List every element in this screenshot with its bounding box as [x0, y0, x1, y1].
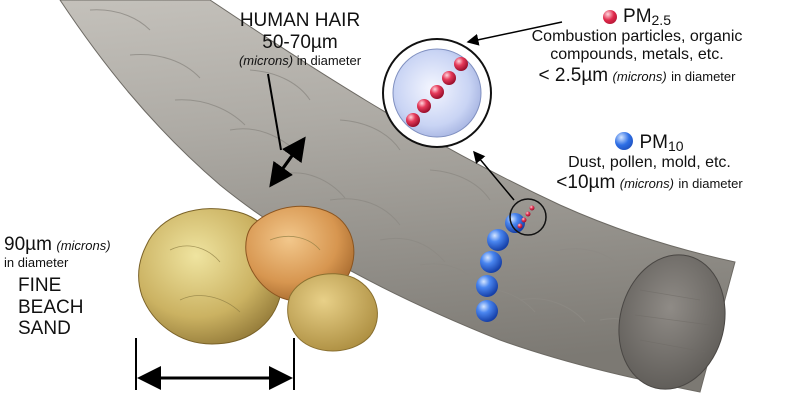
sand-size: 90µm (microns)	[4, 234, 111, 255]
hair-diameter-note: (microns) in diameter	[238, 52, 362, 68]
pm25-small-magnifier	[509, 198, 547, 236]
pm25-label: PM2.5 Combustion particles, organic comp…	[486, 6, 788, 87]
human-hair-shaft	[59, 0, 736, 393]
pm10-title: PM10	[512, 132, 787, 154]
pm10-label: PM10 Dust, pollen, mold, etc. <10µm (mic…	[512, 132, 787, 194]
sand-title-line2: BEACH	[18, 296, 84, 318]
sand-diameter-note: in diameter	[4, 254, 69, 270]
pm10-size: <10µm (microns) in diameter	[556, 172, 743, 194]
sand-diameter-arrow	[135, 338, 295, 390]
pm25-bead-icon	[603, 10, 618, 24]
sand-grains	[138, 205, 378, 352]
magnifier-pointer-arrow	[473, 150, 515, 201]
sand-label: 90µm (microns) in diameter FINE BEACH SA…	[4, 234, 144, 340]
sand-title: FINE BEACH SAND	[4, 275, 144, 341]
sand-title-line1: FINE	[18, 274, 62, 296]
pm25-pointer-arrow	[466, 21, 563, 46]
pm25-desc-line1: Combustion particles, organic	[531, 28, 743, 46]
hair-diameter-arrow	[267, 73, 306, 188]
pm10-particles	[476, 213, 525, 322]
pm25-title: PM2.5	[486, 6, 788, 28]
pm25-magnifier	[382, 38, 492, 148]
pm10-bead-icon	[615, 132, 634, 150]
pm10-desc: Dust, pollen, mold, etc.	[568, 154, 731, 172]
pm25-size: < 2.5µm (microns) in diameter	[538, 64, 736, 86]
sand-title-line3: SAND	[18, 318, 71, 340]
hair-title: HUMAN HAIR	[239, 10, 361, 31]
hair-label: HUMAN HAIR 50-70µm (microns) in diameter	[215, 10, 385, 69]
hair-size: 50-70µm	[262, 31, 338, 53]
pm25-desc-line2: compounds, metals, etc.	[550, 46, 724, 64]
